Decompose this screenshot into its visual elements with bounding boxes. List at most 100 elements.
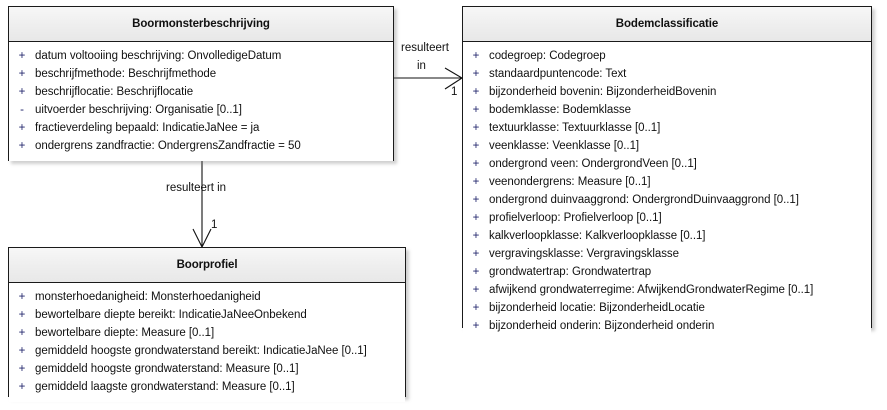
- attribute-text: vergravingsklasse: Vergravingsklasse: [489, 248, 679, 260]
- attribute-text: gemiddeld laagste grondwaterstand: Measu…: [35, 381, 295, 393]
- attribute-text: grondwatertrap: Grondwatertrap: [489, 266, 652, 278]
- attribute-visibility: +: [18, 86, 26, 98]
- attribute-visibility: +: [18, 345, 26, 357]
- attribute-visibility: +: [472, 212, 480, 224]
- attribute-text: veenklasse: Veenklasse [0..1]: [489, 140, 640, 152]
- attribute-row: + veenklasse: Veenklasse [0..1]: [463, 137, 871, 155]
- attribute-visibility: +: [472, 158, 480, 170]
- attribute-visibility: +: [472, 194, 480, 206]
- attribute-visibility: +: [472, 122, 480, 134]
- attribute-row: +datum voltooiing beschrijving: Onvolled…: [9, 47, 393, 65]
- attribute-visibility: +: [472, 230, 480, 242]
- attribute-text: veenondergrens: Measure [0..1]: [489, 176, 651, 188]
- attribute-visibility: +: [18, 50, 26, 62]
- attribute-row: + gemiddeld hoogste grondwaterstand: Meas…: [9, 360, 405, 378]
- class-header-boorprofiel: Boorprofiel: [9, 248, 405, 283]
- attribute-row: + bewortelbare diepte: Measure [0..1]: [9, 324, 405, 342]
- attribute-visibility: +: [472, 140, 480, 152]
- attribute-visibility: +: [472, 266, 480, 278]
- class-header-bodemclassificatie: Bodemclassificatie: [463, 7, 871, 42]
- attribute-row: + bewortelbare diepte bereikt: IndicatieJ…: [9, 306, 405, 324]
- attribute-row: + gemiddeld hoogste grondwaterstand berei…: [9, 342, 405, 360]
- connector-label-resulteert-in-vertical: resulteert in: [166, 182, 227, 194]
- attribute-visibility: +: [18, 309, 26, 321]
- attribute-row: + bijzonderheid bovenin: BijzonderheidBov…: [463, 83, 871, 101]
- attribute-text: fractieverdeling bepaald: IndicatieJaNee…: [35, 122, 260, 134]
- attribute-visibility: +: [472, 320, 480, 332]
- attribute-visibility: +: [472, 176, 480, 188]
- attribute-text: standaardpuntencode: Text: [489, 68, 627, 80]
- attribute-visibility: -: [20, 104, 24, 116]
- attribute-row: + grondwatertrap: Grondwatertrap: [463, 263, 871, 281]
- attribute-text: afwijkend grondwaterregime: AfwijkendGro…: [489, 284, 814, 296]
- attribute-text: codegroep: Codegroep: [489, 50, 606, 62]
- class-title-boorprofiel: Boorprofiel: [176, 259, 238, 271]
- class-attributes-boorprofiel: + monsterhoedanigheid: Monsterhoedanighei…: [9, 283, 405, 402]
- connector-boormonsterbeschrijving-boorprofiel: [192, 161, 212, 249]
- attribute-visibility: +: [472, 302, 480, 314]
- attribute-row: -uitvoerder beschrijving: Organisatie [0…: [9, 101, 393, 119]
- attribute-text: ondergrens zandfractie: OndergrensZandfr…: [35, 140, 301, 152]
- attribute-visibility: +: [472, 86, 480, 98]
- attribute-text: bijzonderheid bovenin: BijzonderheidBove…: [489, 86, 717, 98]
- attribute-text: bijzonderheid onderin: Bijzonderheid ond…: [489, 320, 715, 332]
- class-header-boormonsterbeschrijving: Boormonsterbeschrijving: [9, 7, 393, 42]
- attribute-row: + beschrijflocatie: Beschrijflocatie: [9, 83, 393, 101]
- attribute-text: gemiddeld hoogste grondwaterstand bereik…: [35, 345, 367, 357]
- attribute-visibility: +: [18, 68, 26, 80]
- class-title-boormonsterbeschrijving: Boormonsterbeschrijving: [132, 18, 270, 30]
- attribute-text: bewortelbare diepte: Measure [0..1]: [35, 327, 215, 339]
- attribute-text: bodemklasse: Bodemklasse: [489, 104, 631, 116]
- attribute-row: + profielverloop: Profielverloop [0..1]: [463, 209, 871, 227]
- attribute-visibility: +: [472, 68, 480, 80]
- class-box-boorprofiel[interactable]: Boorprofiel + monsterhoedanigheid: Monste…: [8, 247, 406, 402]
- attribute-text: beschrijflocatie: Beschrijflocatie: [35, 86, 194, 98]
- attribute-text: profielverloop: Profielverloop [0..1]: [489, 212, 662, 224]
- connector-label-resulteert-in-line1: resulteert: [401, 42, 449, 54]
- attribute-text: beschrijfmethode: Beschrijfmethode: [35, 68, 217, 80]
- class-attributes-bodemclassificatie: + codegroep: Codegroep + standaardpuntencod…: [463, 42, 871, 341]
- attribute-text: gemiddeld hoogste grondwaterstand: Measu…: [35, 363, 299, 375]
- attribute-row: + afwijkend grondwaterregime: AfwijkendGr…: [463, 281, 871, 299]
- attribute-row: + ondergrond veen: OndergrondVeen [0..1]: [463, 155, 871, 173]
- attribute-visibility: +: [18, 363, 26, 375]
- attribute-row: + ondergrond duinvaaggrond: OndergrondDui…: [463, 191, 871, 209]
- attribute-visibility: +: [18, 291, 26, 303]
- attribute-text: bewortelbare diepte bereikt: IndicatieJa…: [35, 309, 307, 321]
- attribute-visibility: +: [18, 327, 26, 339]
- connector-label-resulteert-in-line2: in: [417, 60, 426, 72]
- class-box-boormonsterbeschrijving[interactable]: Boormonsterbeschrijving +datum voltooiin…: [8, 6, 394, 161]
- attribute-row: + standaardpuntencode: Text: [463, 65, 871, 83]
- attribute-visibility: +: [472, 284, 480, 296]
- attribute-row: +bodemklasse: Bodemklasse: [463, 101, 871, 119]
- class-attributes-boormonsterbeschrijving: +datum voltooiing beschrijving: Onvolled…: [9, 42, 393, 161]
- attribute-visibility: +: [472, 50, 480, 62]
- attribute-visibility: +: [472, 248, 480, 260]
- attribute-text: uitvoerder beschrijving: Organisatie [0.…: [35, 104, 242, 116]
- attribute-text: ondergrond duinvaaggrond: OndergrondDuin…: [489, 194, 799, 206]
- class-title-bodemclassificatie: Bodemclassificatie: [615, 18, 719, 30]
- attribute-visibility: +: [18, 381, 26, 393]
- attribute-row: + vergravingsklasse: Vergravingsklasse: [463, 245, 871, 263]
- connector-multiplicity-boorprofiel: 1: [211, 219, 218, 231]
- attribute-visibility: +: [18, 140, 26, 152]
- attribute-row: + gemiddeld laagste grondwaterstand: Meas…: [9, 378, 405, 396]
- attribute-row: + textuurklasse: Textuurklasse [0..1]: [463, 119, 871, 137]
- attribute-text: textuurklasse: Textuurklasse [0..1]: [489, 122, 661, 134]
- attribute-row: + veenondergrens: Measure [0..1]: [463, 173, 871, 191]
- attribute-text: bijzonderheid locatie: BijzonderheidLoca…: [489, 302, 705, 314]
- attribute-row: + monsterhoedanigheid: Monsterhoedanighei…: [9, 288, 405, 306]
- attribute-row: + ondergrens zandfractie: OndergrensZandf…: [9, 137, 393, 155]
- attribute-row: + fractieverdeling bepaald: IndicatieJaNe…: [9, 119, 393, 137]
- attribute-visibility: +: [18, 122, 26, 134]
- attribute-text: monsterhoedanigheid: Monsterhoedanigheid: [35, 291, 261, 303]
- attribute-row: + bijzonderheid onderin: Bijzonderheid on…: [463, 317, 871, 335]
- attribute-row: + kalkverloopklasse: Kalkverloopklasse [0…: [463, 227, 871, 245]
- attribute-row: + bijzonderheid locatie: BijzonderheidLoc…: [463, 299, 871, 317]
- connector-multiplicity-bodemclassificatie: 1: [451, 86, 458, 98]
- attribute-row: + beschrijfmethode: Beschrijfmethode: [9, 65, 393, 83]
- attribute-text: kalkverloopklasse: Kalkverloopklasse [0.…: [489, 230, 706, 242]
- attribute-text: ondergrond veen: OndergrondVeen [0..1]: [489, 158, 697, 170]
- class-box-bodemclassificatie[interactable]: Bodemclassificatie + codegroep: Codegroep…: [462, 6, 872, 341]
